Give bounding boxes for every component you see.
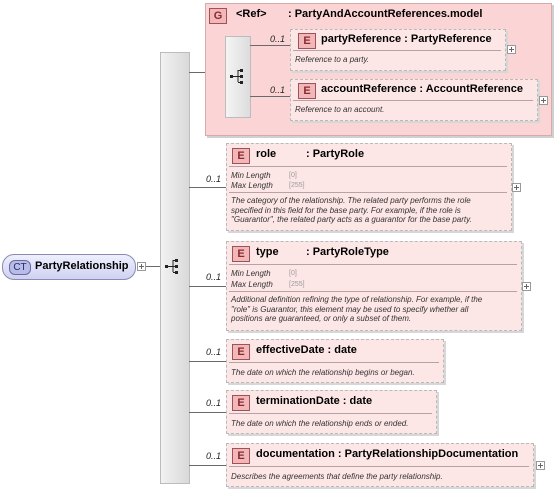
- facet-max-length-value: [255]: [289, 281, 305, 288]
- group-badge: G: [209, 8, 227, 24]
- element-name: role: [256, 148, 277, 160]
- element-documentation: Describes the agreements that define the…: [231, 472, 443, 481]
- element-name: accountReference : AccountReference: [321, 83, 523, 95]
- divider: [229, 466, 529, 467]
- element-role[interactable]: [226, 143, 512, 231]
- element-documentation: The category of the relationship. The re…: [231, 196, 472, 224]
- element-documentation: Reference to a party.: [295, 55, 370, 64]
- element-documentation-field[interactable]: [226, 443, 534, 487]
- divider: [229, 192, 507, 193]
- occurrence-label: 0..1: [206, 174, 222, 184]
- connector: [146, 266, 162, 267]
- occurrence-label: 0..1: [270, 85, 286, 95]
- facet-min-length: Min Length: [231, 171, 271, 180]
- connector: [189, 412, 226, 413]
- connector: [189, 361, 226, 362]
- root-type-name: PartyRelationship: [35, 260, 129, 272]
- occurrence-label: 0..1: [206, 272, 222, 282]
- element-effective-date[interactable]: [226, 339, 444, 383]
- element-badge: E: [298, 33, 316, 49]
- element-documentation: The date on which the relationship begin…: [231, 368, 415, 377]
- occurrence-label: 0..1: [206, 347, 222, 357]
- connector: [189, 187, 226, 188]
- divider: [293, 100, 533, 101]
- element-name: partyReference : PartyReference: [321, 33, 492, 45]
- connector: [189, 465, 226, 466]
- facet-max-length-value: [255]: [289, 182, 305, 189]
- root-complex-type[interactable]: CT PartyRelationship: [2, 254, 136, 280]
- expand-toggle[interactable]: [539, 96, 548, 105]
- facet-max-length: Max Length: [231, 181, 273, 190]
- group-ref-label: <Ref>: [236, 8, 267, 20]
- expand-toggle[interactable]: [512, 183, 521, 192]
- connector: [189, 72, 206, 73]
- divider: [229, 362, 439, 363]
- element-badge: E: [298, 83, 316, 99]
- root-expand-toggle[interactable]: [137, 262, 146, 271]
- facet-min-length-value: [0]: [289, 172, 297, 179]
- divider: [229, 166, 507, 167]
- group-ref-name: : PartyAndAccountReferences.model: [288, 8, 483, 20]
- divider: [229, 291, 517, 292]
- connector: [189, 286, 226, 287]
- element-badge: E: [232, 344, 250, 360]
- element-badge: E: [232, 246, 250, 262]
- sequence-icon: [165, 259, 178, 274]
- element-documentation: Reference to an account.: [295, 105, 385, 114]
- sequence-icon: [230, 69, 243, 84]
- divider: [229, 413, 432, 414]
- facet-min-length: Min Length: [231, 269, 271, 278]
- facet-max-length: Max Length: [231, 280, 273, 289]
- element-type: : PartyRoleType: [306, 246, 389, 258]
- expand-toggle[interactable]: [522, 282, 531, 291]
- facet-min-length-value: [0]: [289, 270, 297, 277]
- occurrence-label: 0..1: [206, 398, 222, 408]
- occurrence-label: 0..1: [270, 34, 286, 44]
- element-documentation: The date on which the relationship ends …: [231, 419, 409, 428]
- expand-toggle[interactable]: [536, 461, 545, 470]
- element-badge: E: [232, 448, 250, 464]
- element-termination-date[interactable]: [226, 390, 437, 434]
- ct-badge: CT: [9, 260, 31, 275]
- divider: [293, 50, 501, 51]
- connector: [250, 96, 290, 97]
- element-name: effectiveDate : date: [256, 344, 357, 356]
- element-name: documentation : PartyRelationshipDocumen…: [256, 448, 519, 460]
- divider: [229, 264, 517, 265]
- expand-toggle[interactable]: [507, 45, 516, 54]
- element-documentation: Additional definition refining the type …: [231, 295, 483, 323]
- element-badge: E: [232, 395, 250, 411]
- element-type: : PartyRole: [306, 148, 365, 160]
- element-name: terminationDate : date: [256, 395, 373, 407]
- element-type-field[interactable]: [226, 241, 522, 331]
- connector: [250, 45, 290, 46]
- element-badge: E: [232, 148, 250, 164]
- occurrence-label: 0..1: [206, 451, 222, 461]
- element-name: type: [256, 246, 279, 258]
